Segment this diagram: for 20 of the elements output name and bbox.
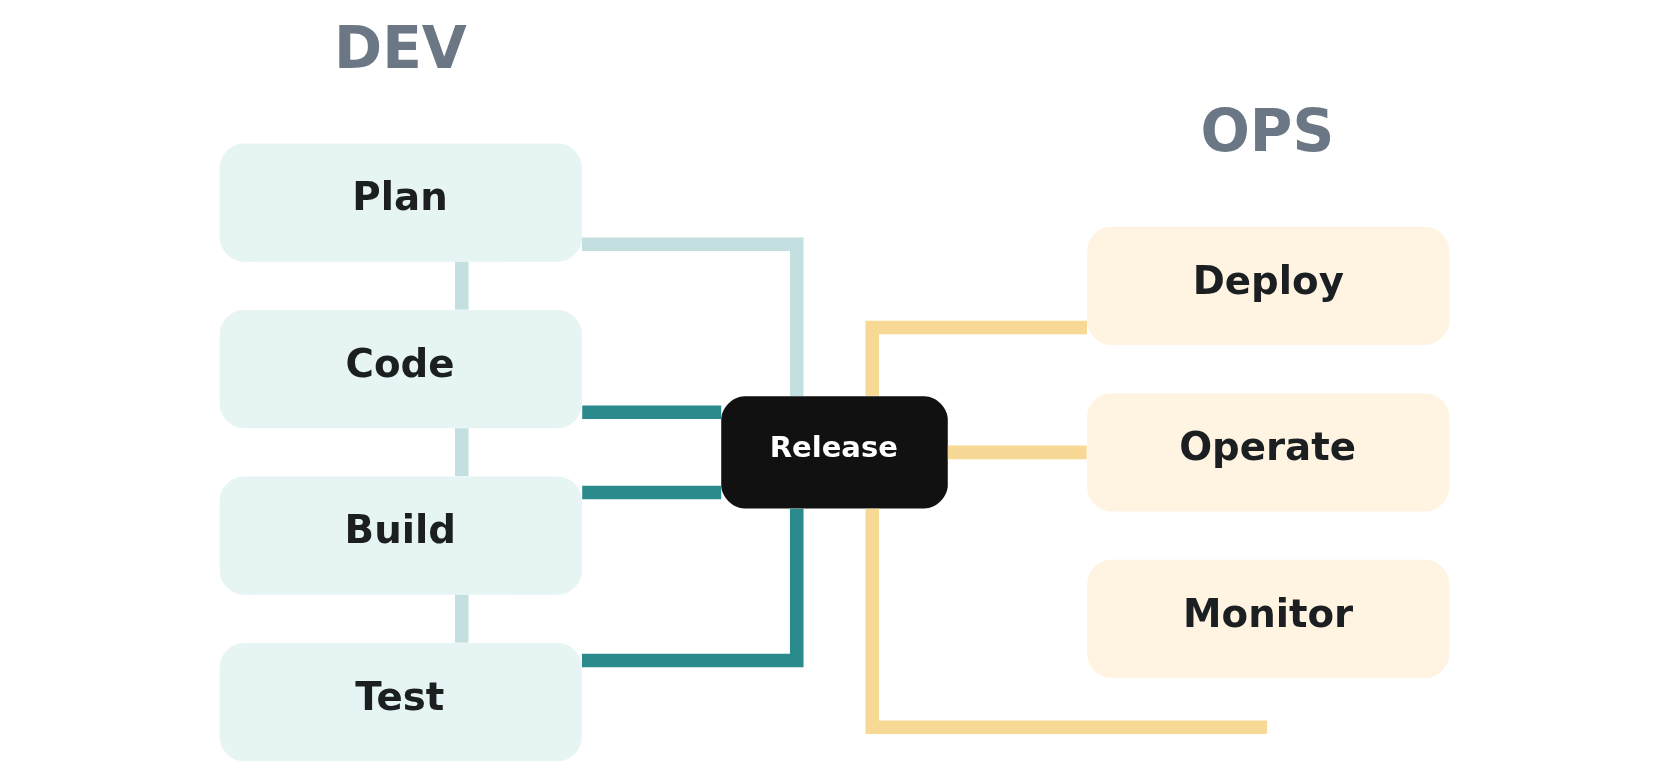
- connector: [581, 508, 803, 668]
- connector: [454, 261, 469, 310]
- label: DEV: [333, 14, 467, 83]
- node-box: Plan: [219, 143, 582, 262]
- connector: [581, 237, 803, 397]
- node-box: Release: [720, 396, 948, 509]
- node-box: Monitor: [1086, 559, 1449, 678]
- node-box: Code: [219, 310, 582, 429]
- connector: [581, 405, 721, 419]
- node-box: Test: [219, 643, 582, 762]
- connector: [865, 508, 1267, 735]
- node-box: Build: [219, 476, 582, 595]
- connector: [454, 428, 469, 477]
- connector: [581, 485, 721, 500]
- connector: [947, 445, 1087, 460]
- label: OPS: [1199, 97, 1334, 166]
- connector: [454, 594, 469, 643]
- node-box: Deploy: [1086, 226, 1449, 345]
- connector: [865, 320, 1087, 396]
- node-box: Operate: [1086, 393, 1449, 512]
